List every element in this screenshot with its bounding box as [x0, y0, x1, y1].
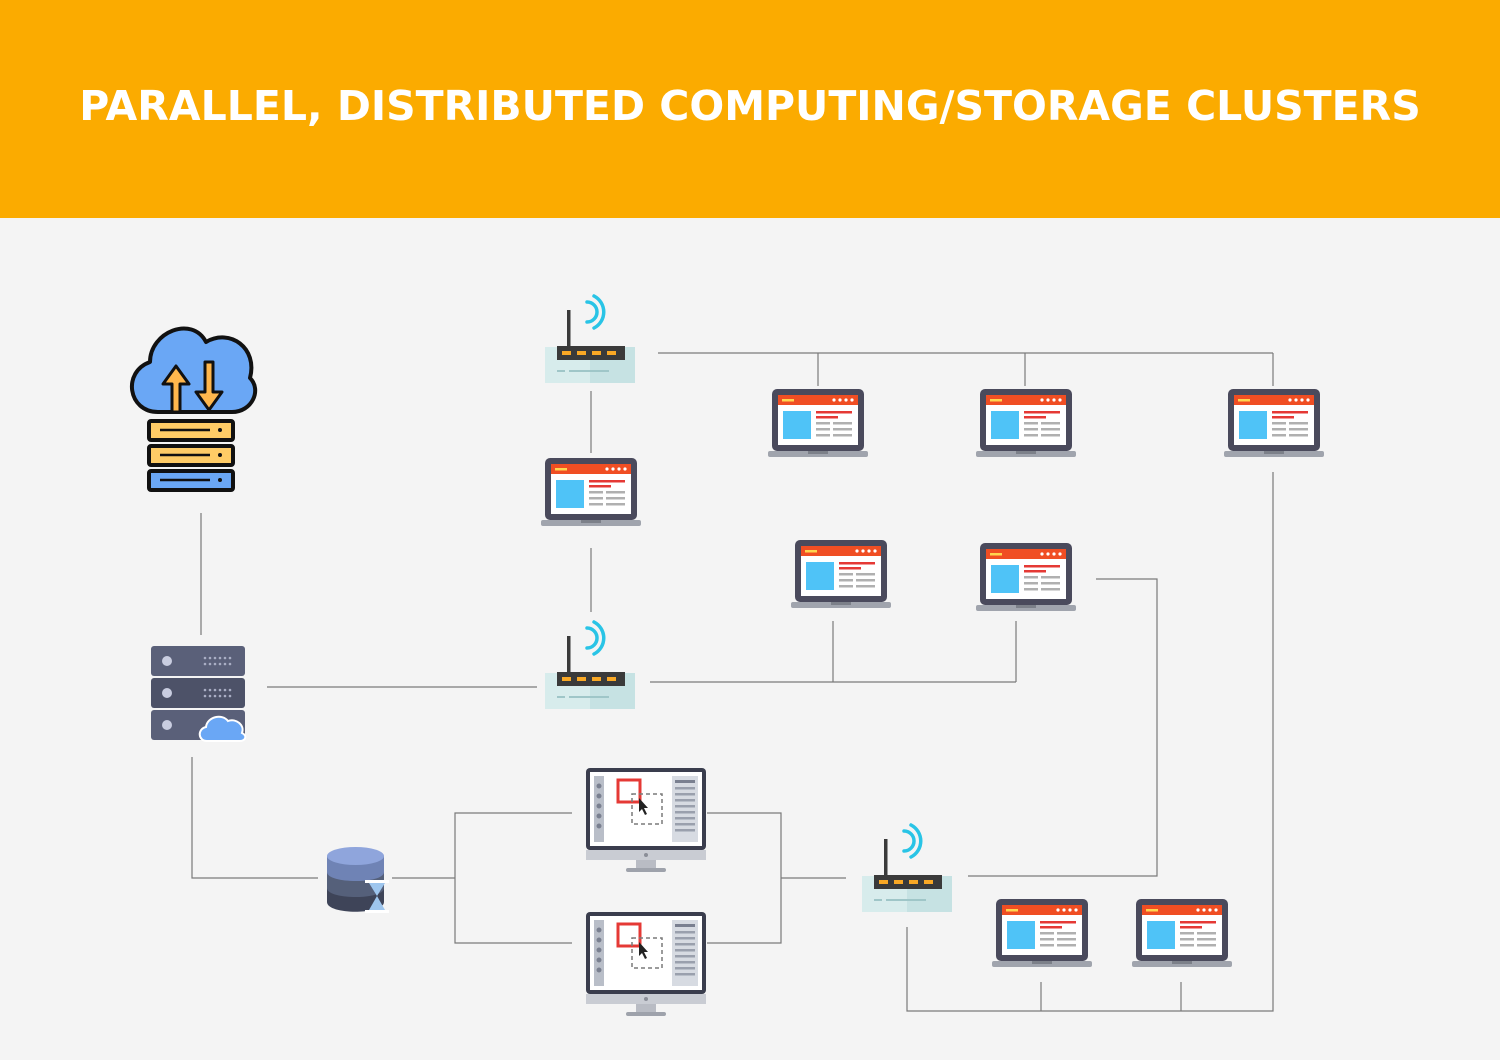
- laptop-2: [768, 389, 868, 457]
- laptop-8: [1132, 899, 1232, 967]
- monitor-1: [584, 766, 708, 874]
- laptop-3: [976, 389, 1076, 457]
- laptop-5: [791, 540, 891, 608]
- connector-lines: [191, 352, 1274, 1012]
- laptop-4: [1224, 389, 1324, 457]
- laptop-6: [976, 543, 1076, 611]
- laptop-7: [992, 899, 1092, 967]
- cloud-storage-icon: [129, 326, 258, 492]
- page-title: PARALLEL, DISTRIBUTED COMPUTING/STORAGE …: [79, 82, 1421, 130]
- router-bottom: [860, 823, 954, 914]
- laptop-1: [541, 458, 641, 526]
- monitor-2: [584, 910, 708, 1018]
- database-hourglass-icon: [327, 847, 389, 913]
- router-top: [543, 294, 637, 385]
- server-rack-cloud-icon: [151, 646, 247, 742]
- title-banner: PARALLEL, DISTRIBUTED COMPUTING/STORAGE …: [0, 0, 1500, 218]
- router-middle: [543, 620, 637, 711]
